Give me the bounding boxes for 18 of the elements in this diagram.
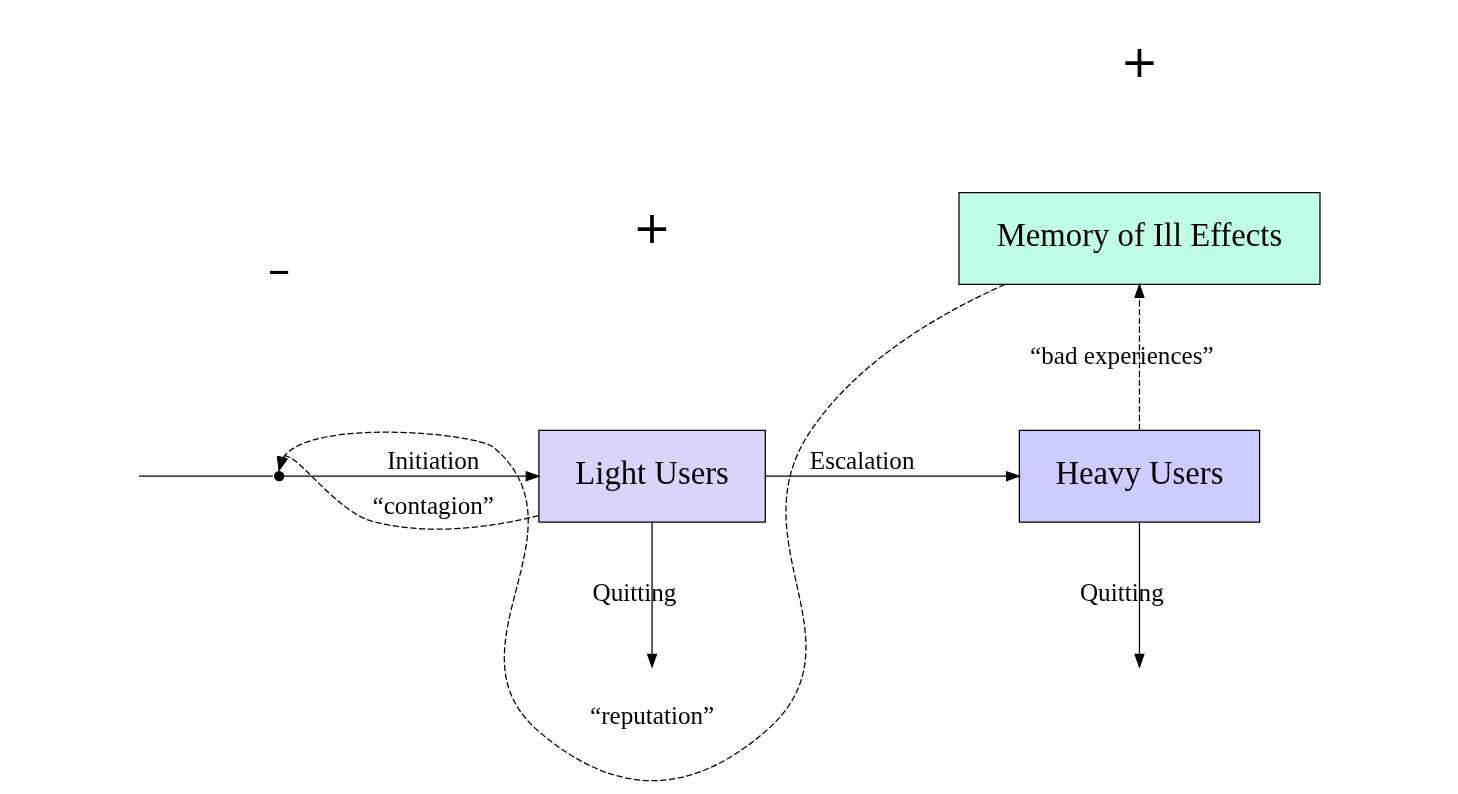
arrow [765,470,1022,482]
arrow [283,470,541,482]
edge-label: “bad experiences” [1030,341,1214,369]
edge-label: Escalation [809,446,915,474]
label: + [1120,35,1159,89]
label: + [633,201,672,255]
node-box: Heavy Users [1018,429,1261,523]
node-box: Light Users [538,429,766,523]
node-point [274,471,285,482]
edge-label: “contagion” [372,491,494,519]
connector [138,475,274,477]
arrow [1134,282,1145,431]
edge-label: “reputation” [589,701,715,729]
arrow [1134,521,1145,669]
edge-label: Initiation [387,446,480,474]
arrow [646,521,658,669]
node-box: Memory of Ill Effects [958,191,1321,286]
label: – [267,242,291,296]
